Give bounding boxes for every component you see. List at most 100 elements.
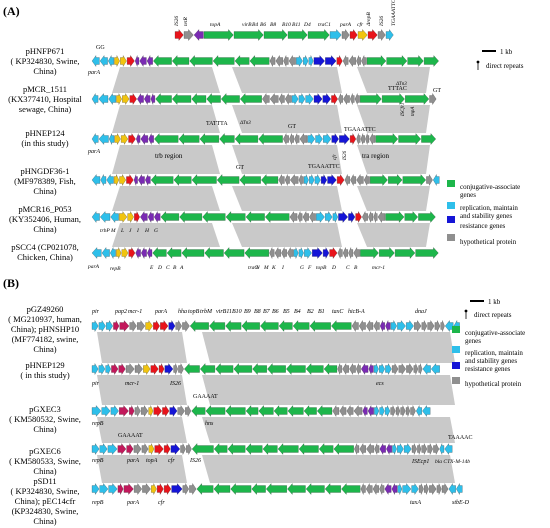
row-a-1-gene-7 [144, 93, 151, 105]
row-a-1-gene-10 [172, 93, 192, 105]
row-a-4-gene-28 [377, 211, 386, 223]
row-b-0-gene-0 [91, 320, 99, 332]
row-a-4-gene-15 [289, 211, 298, 223]
legend-a-swatch-1 [447, 202, 455, 209]
top-a-gene-12 [367, 29, 378, 41]
row-b-4-gene-21 [341, 483, 361, 495]
row-a-1-gene-4 [122, 93, 130, 105]
legend-b-swatch-0 [452, 326, 460, 333]
row-b-2-gene-30 [384, 405, 391, 417]
row-a-5-gene-8 [147, 247, 153, 259]
row-b-3-gene-6 [141, 443, 149, 455]
row-b-2-gene-23 [339, 405, 347, 417]
row-a-4-gene-24 [355, 211, 362, 223]
row-b-2-gene-5 [134, 405, 141, 417]
row-b-2-gene-0 [91, 405, 102, 417]
row-b-1-gene-6 [134, 363, 143, 375]
row-b-4-gene-12 [189, 483, 197, 495]
row-a-2-gene-24 [349, 133, 357, 145]
shade-a-3-0 [112, 186, 220, 211]
row3-label-tattta: TATTTA [206, 121, 228, 127]
shade-a-2-0 [112, 145, 220, 174]
row-a-0-gene-19 [296, 55, 303, 67]
row-a-0-gene-27 [356, 55, 361, 67]
row-a-3-gene-39 [433, 174, 440, 186]
top-gene-label-b-10: B8 [254, 309, 261, 315]
top-gene-label-b-1: pap2 [114, 309, 127, 315]
row4-label-tgaaattc: TGAAATTC [308, 164, 340, 170]
plasmid-label-b-2: pGXEC3( KM580532, Swine,China) [9, 404, 81, 434]
row-a-0-gene-22 [313, 55, 325, 67]
top-a-gene-4 [233, 29, 264, 41]
row-a-4-gene-6 [140, 211, 148, 223]
rowb4-label-4: IS26 [189, 458, 201, 464]
row-b-2-gene-12 [185, 405, 192, 417]
row-a-4-gene-29 [385, 211, 405, 223]
row-b-1-gene-3 [111, 363, 119, 375]
row-b-3-gene-16 [245, 443, 263, 455]
row-b-4-gene-17 [266, 483, 287, 495]
row-b-0-gene-11 [175, 320, 182, 332]
row-b-0-gene-17 [260, 320, 279, 332]
row-b-4-gene-18 [287, 483, 306, 495]
row2-label-tttac: TTTAC [388, 86, 407, 92]
rowb3-label-hns: hns [205, 421, 214, 427]
top-gene-label-a-6: B8 [270, 22, 276, 28]
row-b-3-gene-14 [213, 443, 228, 455]
row-a-1-gene-14 [240, 93, 262, 105]
row6-bottom-label-10: G [300, 265, 304, 271]
row-a-1-gene-36 [429, 93, 437, 105]
row-a-4-gene-10 [179, 211, 203, 223]
row-b-3-gene-28 [392, 443, 397, 455]
row-a-0-gene-20 [303, 55, 309, 67]
row-a-5-gene-30 [379, 247, 395, 259]
top-gene-label-a-12: cfr [357, 21, 364, 28]
row-b-0-gene-28 [390, 320, 397, 332]
rowb5-label-3: taxA [410, 500, 421, 506]
row-b-1-gene-25 [356, 363, 361, 375]
top-gene-label-a-0: IS26 [174, 16, 180, 27]
row-b-4-gene-8 [156, 483, 164, 495]
row-b-2-gene-16 [245, 405, 259, 417]
legend-a-label-3: hypothetical protein [460, 238, 517, 246]
rowb4-label-1: parA [126, 458, 139, 464]
row-b-4-gene-11 [182, 483, 189, 495]
row-a-5-gene-5 [128, 247, 136, 259]
row-a-3-gene-5 [126, 174, 134, 186]
plasmid-label-b-1: pHNEP129( in this study) [20, 360, 70, 380]
row6-bottom-label-3: B [173, 265, 177, 271]
plasmid-label-b-4: pSD11( KP324830, Swine,China); pEC14cfr(… [10, 476, 80, 526]
row-b-3-gene-23 [359, 443, 366, 455]
rowb2-label-mcr: mcr-1 [125, 381, 139, 387]
row-a-5-gene-3 [116, 247, 122, 259]
row-b-3-gene-27 [386, 443, 392, 455]
top-gene-label-b-12: B6 [272, 309, 279, 315]
row-a-1-gene-6 [137, 93, 144, 105]
row-a-2-gene-6 [136, 133, 141, 145]
row-a-2-gene-4 [120, 133, 129, 145]
row-b-4-gene-37 [456, 483, 463, 495]
row-b-3-gene-37 [444, 443, 453, 455]
top-gene-label-b-18: hicB-A [348, 309, 365, 315]
row-a-5-gene-24 [329, 247, 338, 259]
row-b-1-gene-2 [105, 363, 111, 375]
row-a-1-gene-0 [91, 93, 99, 105]
row-b-2-gene-22 [332, 405, 340, 417]
row-b-0-gene-22 [351, 320, 359, 332]
row-b-2-gene-19 [287, 405, 304, 417]
shade-a-1-0 [112, 105, 220, 133]
row-a-0-gene-25 [342, 55, 349, 67]
row-a-2-gene-27 [365, 133, 370, 145]
rowb3-label-gaaaat: GAAAAT [193, 394, 218, 400]
row-a-3-gene-15 [278, 174, 285, 186]
shade-a-3-1 [232, 186, 342, 211]
row-a-3-gene-9 [150, 174, 174, 186]
row-b-2-gene-37 [422, 405, 431, 417]
row-a-4-gene-27 [373, 211, 378, 223]
row-b-4-gene-20 [324, 483, 341, 495]
row-a-4-gene-20 [325, 211, 333, 223]
row-b-0-gene-29 [397, 320, 406, 332]
row-a-5-gene-16 [274, 247, 281, 259]
plasmid-label-a-0: pHNFP671( KP324830, Swine,China) [10, 46, 80, 76]
row-b-2-gene-13 [191, 405, 206, 417]
